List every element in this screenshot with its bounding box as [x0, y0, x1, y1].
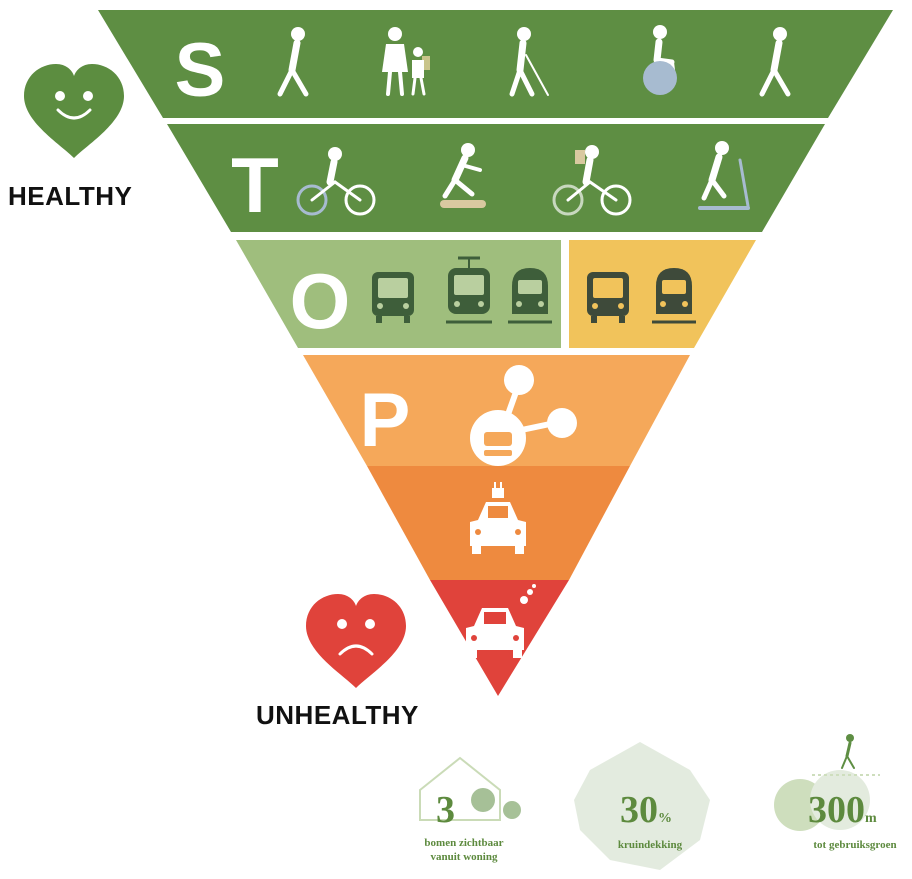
walking-person-icon — [277, 27, 309, 97]
electric-bus-icon — [372, 272, 414, 323]
stat-value: 300 — [808, 789, 865, 831]
happy-heart-icon — [24, 64, 124, 158]
kick-scooter-icon — [698, 141, 750, 210]
e-bike-icon — [296, 147, 376, 216]
stat-number: 3 — [436, 788, 455, 832]
person-with-cane-icon — [509, 27, 549, 97]
fuel-car-icon — [466, 584, 536, 658]
bus-icon — [587, 272, 629, 323]
parent-with-child-icon — [382, 27, 430, 96]
sad-heart-icon — [306, 594, 406, 688]
stat-caption: tot gebruiksgroen — [813, 839, 897, 851]
train-icon — [652, 268, 696, 324]
stat-number: 300m — [808, 788, 877, 832]
wheelchair-user-icon — [643, 25, 677, 95]
healthy-label: HEALTHY — [8, 181, 133, 211]
letter-t: T — [231, 141, 279, 229]
letter-s: S — [175, 28, 226, 113]
electric-train-icon — [508, 268, 552, 324]
skateboard-icon — [440, 143, 486, 208]
shared-electric-car-icon — [470, 365, 577, 466]
stat-unit: m — [865, 811, 877, 826]
park-trees-illustration — [774, 770, 880, 831]
unhealthy-label: UNHEALTHY — [256, 700, 419, 730]
electric-tram-icon — [446, 256, 492, 324]
walking-person-icon — [841, 734, 855, 769]
letter-p: P — [360, 378, 411, 463]
house-trees-illustration — [419, 756, 521, 821]
walking-person-icon — [759, 27, 791, 97]
electric-car-icon — [470, 482, 526, 554]
stat-caption: kruindekking — [617, 839, 683, 851]
stat-value: 30 — [620, 789, 658, 831]
map-canopy-illustration — [574, 742, 710, 870]
letter-o: O — [290, 257, 351, 345]
stat-caption: bomen zichtbaar vanuit woning — [424, 837, 504, 863]
stat-value: 3 — [436, 789, 455, 831]
stat-unit: % — [658, 811, 672, 826]
stat-number: 30% — [620, 788, 672, 832]
cyclist-icon — [552, 145, 632, 216]
